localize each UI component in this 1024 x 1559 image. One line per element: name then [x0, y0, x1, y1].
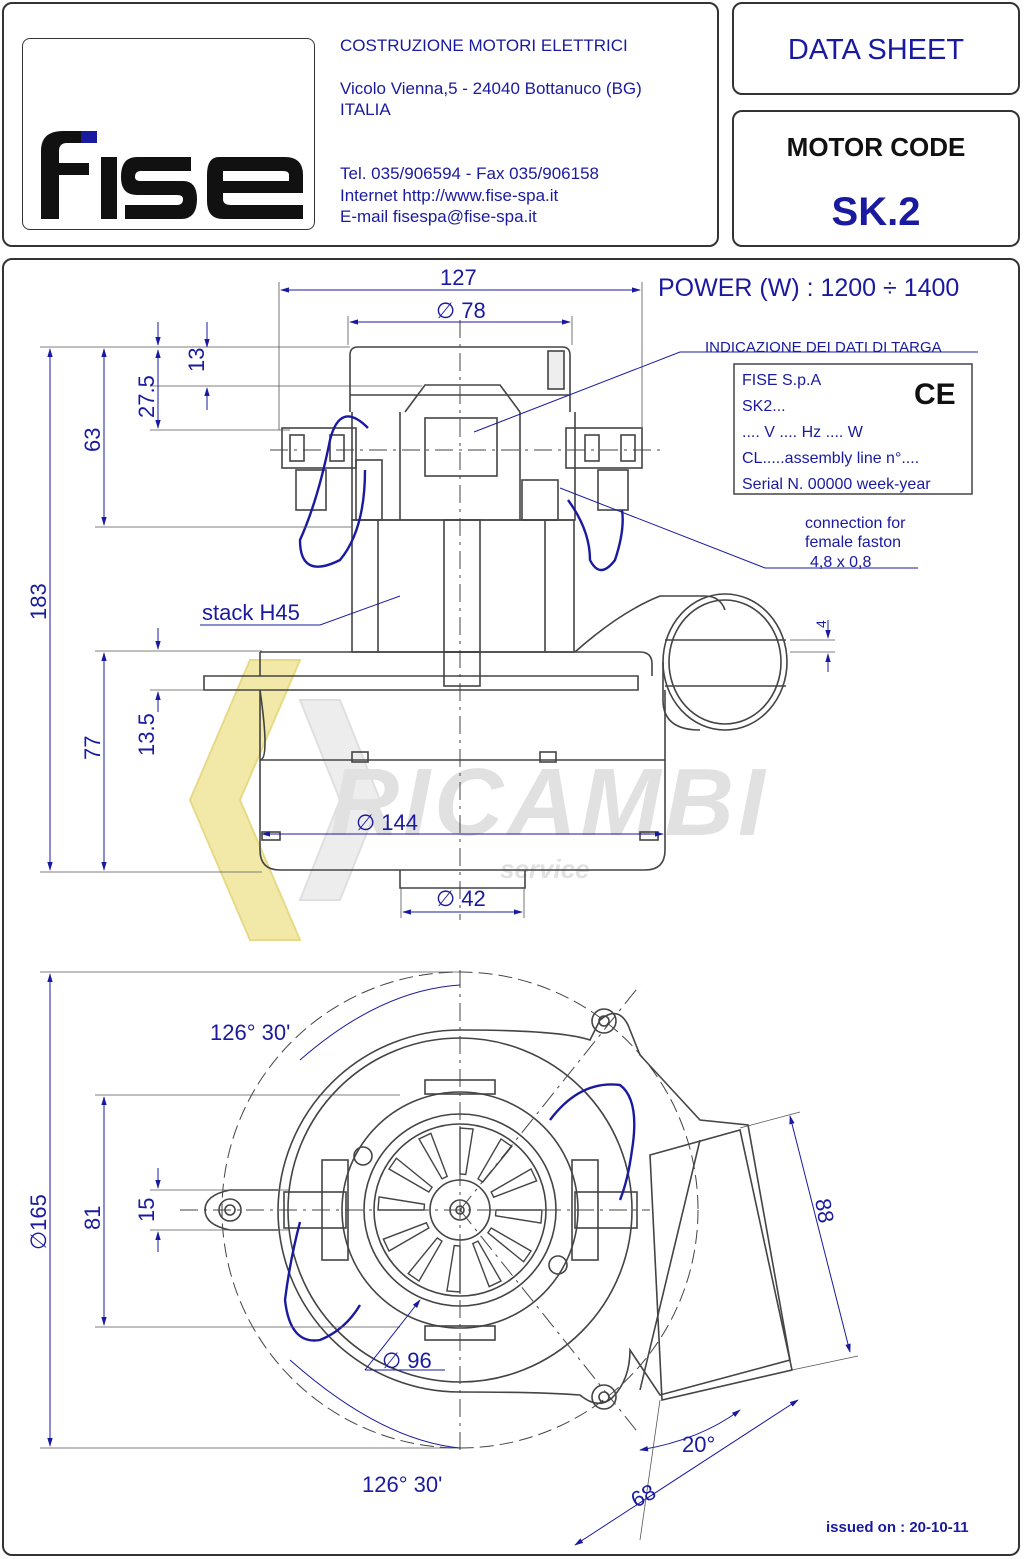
- top-view-motor: [180, 970, 793, 1450]
- company-address: Vicolo Vienna,5 - 24040 Bottanuco (BG): [340, 79, 642, 98]
- fan-blade: [490, 1168, 538, 1199]
- side-wire-left: [298, 415, 369, 568]
- watermark-brand: RICAMBI: [330, 749, 769, 856]
- side-dimensions: [40, 282, 978, 918]
- motor-code-box: MOTOR CODE SK.2: [732, 110, 1020, 247]
- dim-27-5: 27.5: [134, 375, 159, 418]
- issued-date: issued on : 20-10-11: [826, 1519, 969, 1536]
- fan-blade: [407, 1236, 443, 1283]
- dim-127: 127: [440, 265, 477, 290]
- dim-4: 4: [813, 620, 829, 628]
- dim-78: ∅ 78: [436, 298, 486, 323]
- watermark-sub: service: [500, 854, 590, 884]
- angle-top: 126° 30': [210, 1020, 290, 1045]
- fan-blade: [382, 1221, 430, 1252]
- nameplate-line-4: CL.....assembly line n°....: [742, 450, 919, 467]
- fan-blade: [494, 1209, 543, 1224]
- nameplate-line-3: .... V .... Hz .... W: [742, 424, 864, 441]
- dim-13-5: 13.5: [134, 713, 159, 756]
- company-internet: Internet http://www.fise-spa.it: [340, 186, 559, 205]
- data-sheet-box: DATA SHEET: [732, 2, 1020, 95]
- faston-line-3: 4,8 x 0,8: [810, 554, 871, 571]
- faston-line-1: connection for: [805, 515, 906, 532]
- company-country: ITALIA: [340, 100, 391, 119]
- top-dimensions: [40, 971, 859, 1546]
- dim-68: 68: [627, 1479, 660, 1513]
- fan-blades: [377, 1127, 543, 1293]
- company-phone: Tel. 035/906594 - Fax 035/906158: [340, 164, 599, 183]
- fan-blade: [387, 1157, 434, 1193]
- nameplate-line-5: Serial N. 00000 week-year: [742, 476, 931, 493]
- dim-88: 88: [810, 1197, 839, 1225]
- motor-code-value: SK.2: [831, 190, 921, 234]
- company-email: E-mail fisespa@fise-spa.it: [340, 207, 537, 226]
- fan-blade: [486, 1227, 533, 1263]
- stack-label: stack H45: [202, 600, 300, 625]
- fan-blade: [477, 1137, 513, 1184]
- fan-blade: [377, 1196, 426, 1211]
- fan-blade: [459, 1127, 474, 1176]
- top-wire-upper: [549, 1083, 636, 1201]
- nameplate-line-1: FISE S.p.A: [742, 372, 821, 389]
- ce-mark: CE: [914, 378, 956, 411]
- dim-183: 183: [26, 583, 51, 620]
- power-label: POWER (W) : 1200 ÷ 1400: [658, 274, 959, 302]
- angle-bottom: 126° 30': [362, 1472, 442, 1497]
- watermark: RICAMBI service: [188, 659, 769, 941]
- dim-63: 63: [80, 428, 105, 452]
- dim-13: 13: [184, 348, 209, 372]
- dim-165: ∅165: [26, 1194, 51, 1250]
- company-name: COSTRUZIONE MOTORI ELETTRICI: [340, 36, 628, 55]
- fan-blade: [418, 1132, 449, 1180]
- dim-77: 77: [80, 736, 105, 760]
- motor-code-label: MOTOR CODE: [786, 132, 966, 162]
- dim-42: ∅ 42: [436, 886, 486, 911]
- nameplate-box: [733, 363, 973, 495]
- top-wire-lower: [283, 1221, 362, 1342]
- fise-logo: [41, 131, 303, 219]
- fan-blade: [471, 1240, 502, 1288]
- dim-144: ∅ 144: [356, 810, 418, 835]
- dim-81: 81: [80, 1206, 105, 1230]
- dim-96: ∅ 96: [382, 1348, 432, 1373]
- nameplate-title: INDICAZIONE DEI DATI DI TARGA: [705, 339, 942, 356]
- faston-line-2: female faston: [805, 534, 901, 551]
- dim-20: 20°: [682, 1432, 715, 1457]
- data-sheet-label: DATA SHEET: [787, 34, 965, 66]
- fan-blade: [446, 1244, 461, 1293]
- side-wire-right: [567, 499, 624, 572]
- dim-15: 15: [134, 1198, 159, 1222]
- logo-box: fise: [22, 38, 315, 230]
- nameplate-line-2: SK2...: [742, 398, 786, 415]
